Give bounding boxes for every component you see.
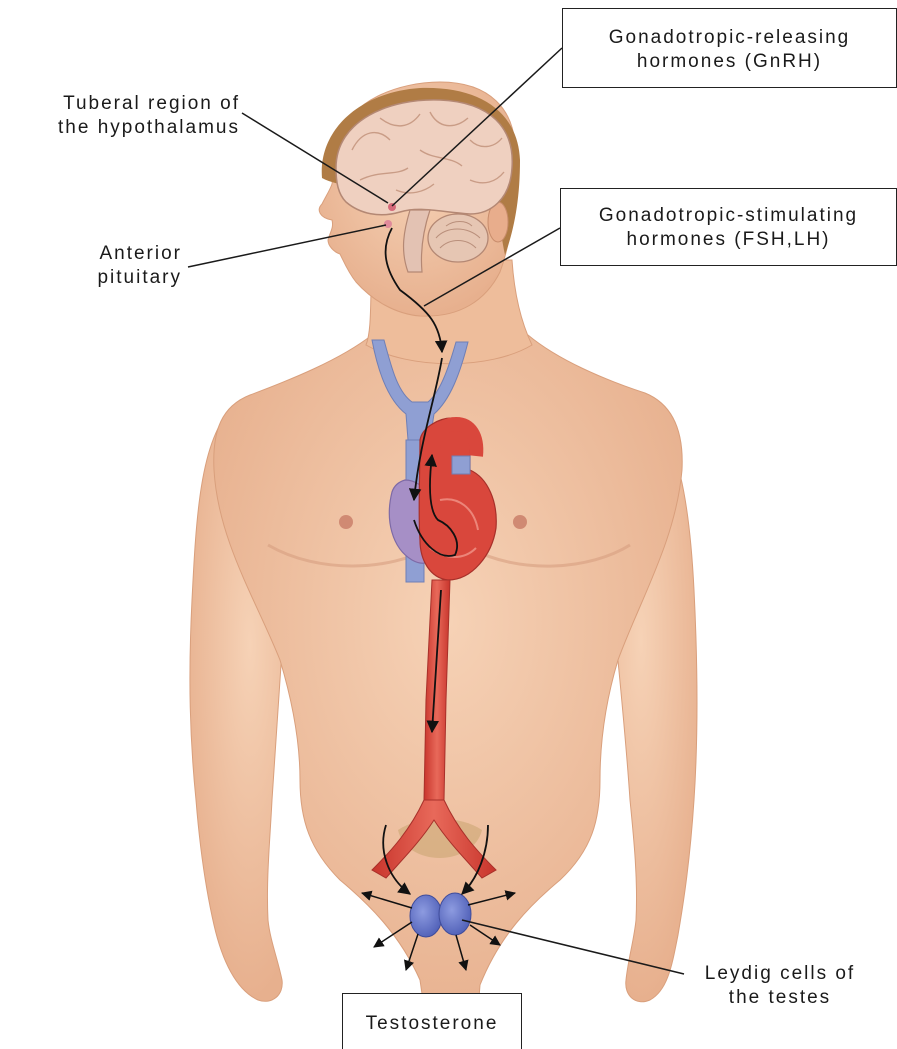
leydig-label-line1: Leydig cells of [690, 962, 870, 986]
anterior-pituitary-label: Anterior pituitary [40, 242, 182, 290]
pituitary-label-line1: Anterior [40, 242, 182, 266]
testis-right [410, 895, 442, 937]
tuberal-label-line2: the hypothalamus [10, 116, 240, 140]
tuberal-region-label: Tuberal region of the hypothalamus [10, 92, 240, 140]
fsh-label-line1: Gonadotropic-stimulating [561, 204, 896, 228]
testosterone-label-box: Testosterone [342, 993, 522, 1049]
tuberal-label-line1: Tuberal region of [10, 92, 240, 116]
fsh-label-box: Gonadotropic-stimulating hormones (FSH,L… [560, 188, 897, 266]
testosterone-label: Testosterone [343, 1012, 521, 1036]
leydig-label-line2: the testes [690, 986, 870, 1010]
gnrh-label-line1: Gonadotropic-releasing [563, 26, 896, 50]
pituitary-dot [384, 220, 392, 228]
gnrh-label-box: Gonadotropic-releasing hormones (GnRH) [562, 8, 897, 88]
leydig-cells-label: Leydig cells of the testes [690, 962, 870, 1010]
pituitary-label-line2: pituitary [40, 266, 182, 290]
pulmonary-trunk [452, 456, 470, 474]
fsh-label-line2: hormones (FSH,LH) [561, 228, 896, 252]
left-nipple [513, 515, 527, 529]
gnrh-label-line2: hormones (GnRH) [563, 50, 896, 74]
testis-left [439, 893, 471, 935]
right-nipple [339, 515, 353, 529]
